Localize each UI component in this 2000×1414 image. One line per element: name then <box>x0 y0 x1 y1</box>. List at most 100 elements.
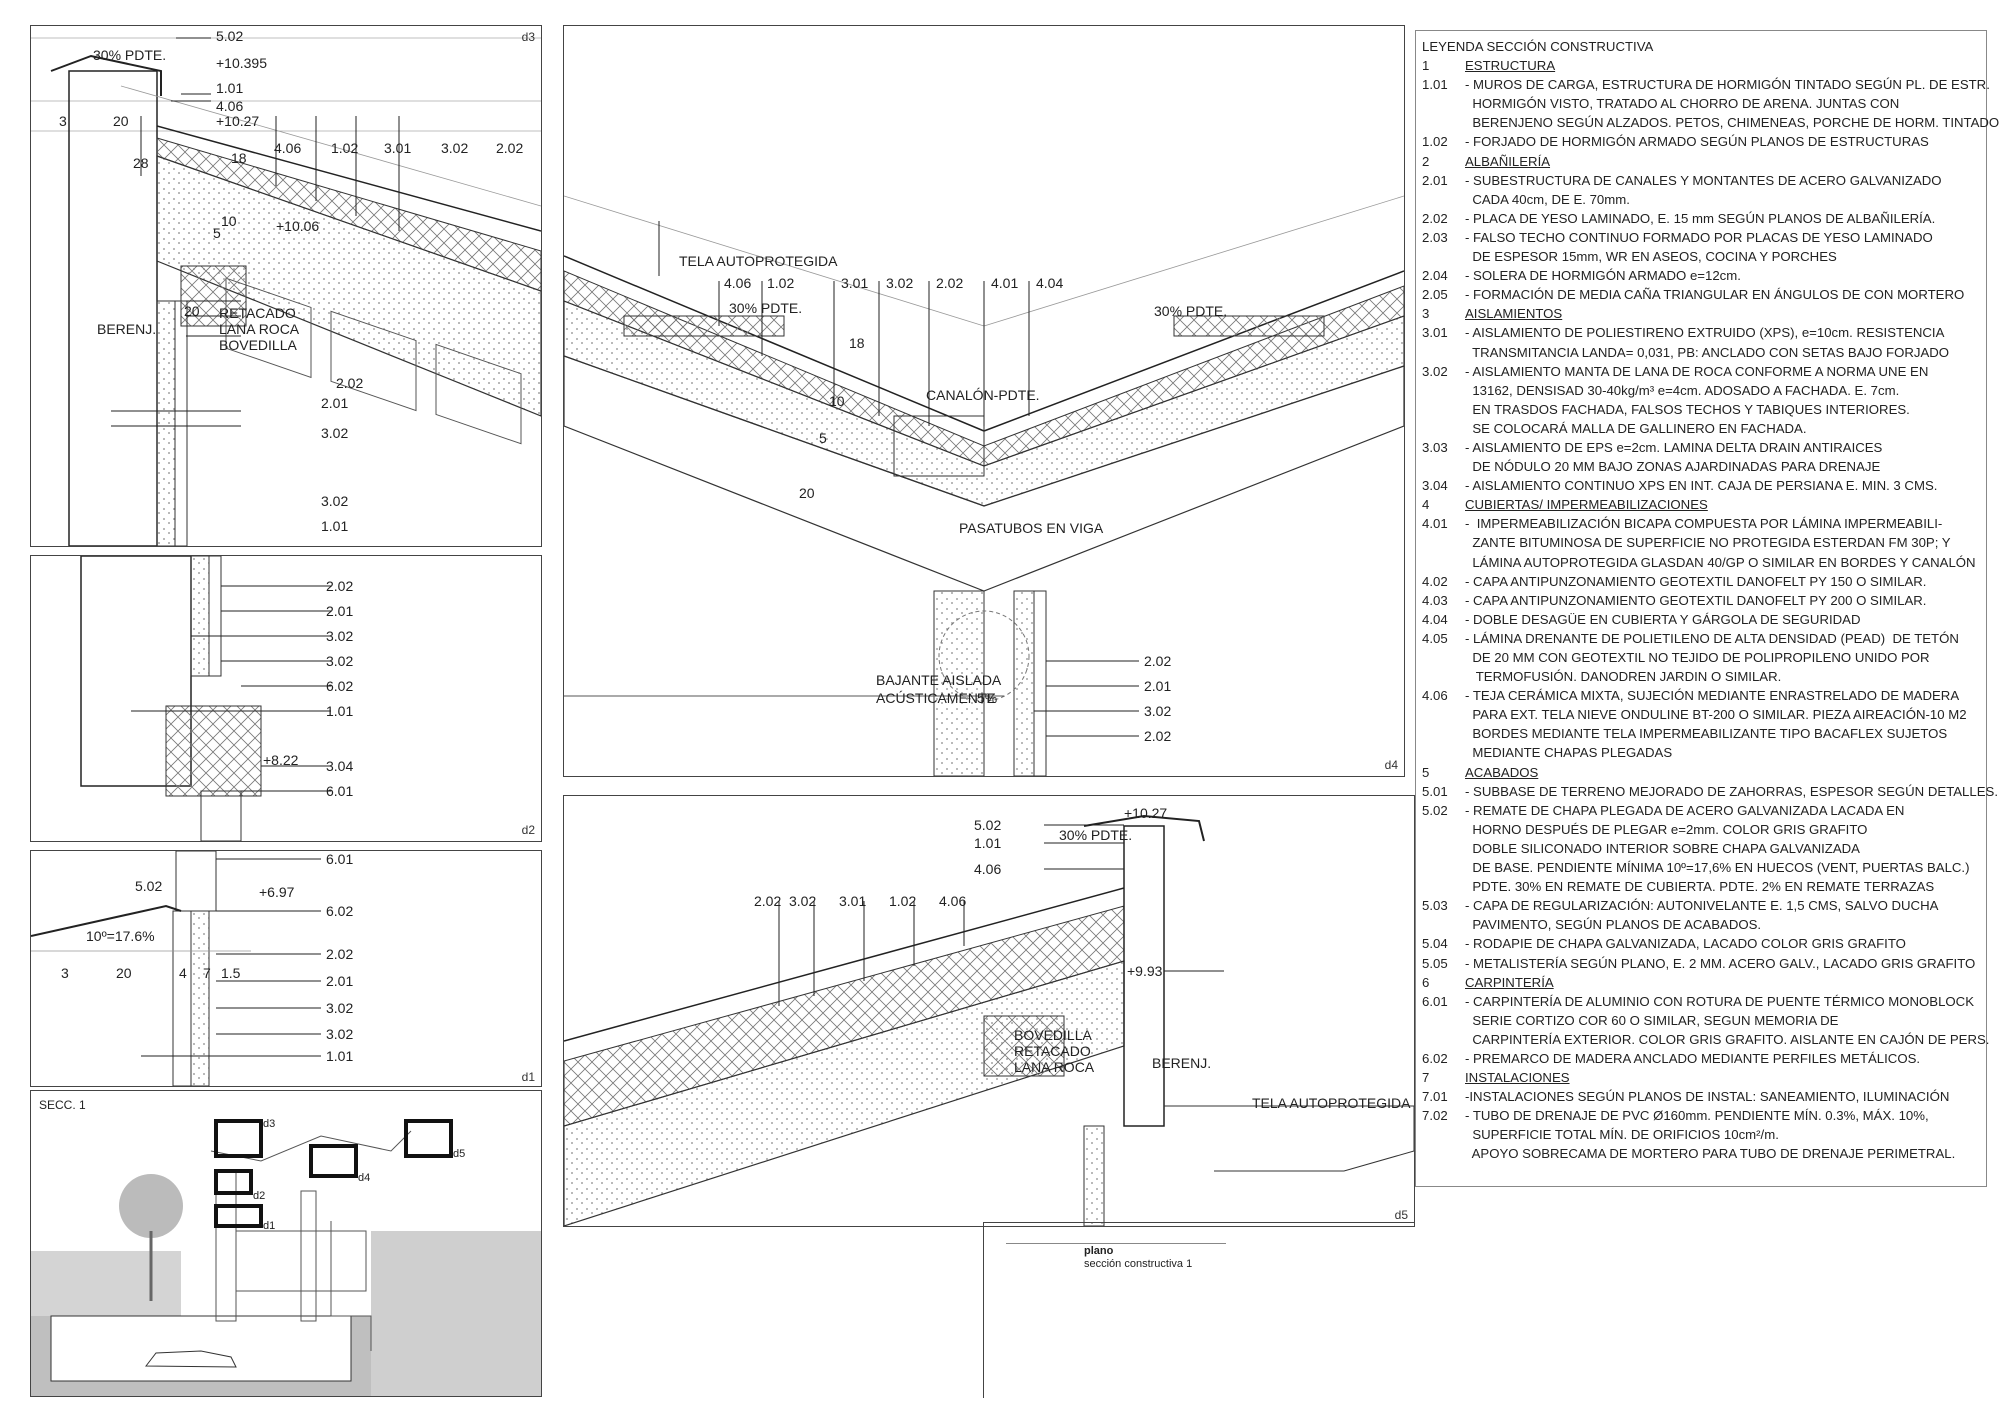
detail-d2-drawing <box>80 556 331 841</box>
note-label: ACÚSTICAMENTE <box>876 690 996 706</box>
legend-row: 2.02- PLACA DE YESO LAMINADO, E. 15 mm S… <box>1416 209 1986 228</box>
ref-label: 2.02 <box>496 140 524 156</box>
legend-code: 4 <box>1422 497 1430 513</box>
legend-row: 2.01 - SUBESTRUCTURA DE CANALES Y MONTANT… <box>1416 171 1986 190</box>
legend-row: 2.05- FORMACIÓN DE MEDIA CAÑA TRIANGULAR… <box>1416 285 1986 304</box>
ref-label: 3.02 <box>321 425 349 441</box>
panel-tag: d1 <box>521 1070 535 1084</box>
legend-code: 7.02 <box>1422 1108 1448 1124</box>
legend-text: DE NÓDULO 20 MM BAJO ZONAS AJARDINADAS P… <box>1465 459 1881 475</box>
ref-label: 3.02 <box>326 1000 354 1016</box>
ref-label: 2.01 <box>1144 678 1172 694</box>
legend-row: 5.01- SUBBASE DE TERRENO MEJORADO DE ZAH… <box>1416 782 1998 801</box>
legend-code: 5.02 <box>1422 802 1448 818</box>
legend-row: 13162, DENSISAD 30-40kg/m³ e=4cm. ADOSAD… <box>1416 381 1986 400</box>
legend-row: 2.03- FALSO TECHO CONTINUO FORMADO POR P… <box>1416 228 1986 247</box>
legend-text: HORNO DESPUÉS DE PLEGAR e=2mm. COLOR GRI… <box>1465 821 1868 837</box>
legend-code <box>1416 1030 1465 1049</box>
legend-row: ZANTE BITUMINOSA DE SUPERFICIE NO PROTEG… <box>1416 533 1986 552</box>
section-title: SECC. 1 <box>39 1098 86 1112</box>
legend-code: 6 <box>1422 974 1430 990</box>
legend-code: 1.01 <box>1422 77 1448 93</box>
legend-code <box>1416 877 1465 896</box>
dim-label: 20 <box>184 303 200 319</box>
legend-row: 4.01- IMPERMEABILIZACIÓN BICAPA COMPUEST… <box>1416 514 1986 533</box>
ref-label: 1.01 <box>326 703 354 719</box>
ref-label: 4.06 <box>974 861 1002 877</box>
legend-row: PAVIMENTO, SEGÚN PLANOS DE ACABADOS. <box>1416 915 1986 934</box>
note-label: LANA ROCA <box>1014 1059 1095 1075</box>
note-label: BERENJ. <box>97 321 157 337</box>
legend-code <box>1416 553 1465 572</box>
legend-row: BERENJENO SEGÚN ALZADOS. PETOS, CHIMENEA… <box>1416 113 1999 132</box>
legend-code <box>1416 533 1465 552</box>
legend-code: 2.02 <box>1422 210 1448 226</box>
legend-text: - PREMARCO DE MADERA ANCLADO MEDIANTE PE… <box>1465 1050 1921 1066</box>
ref-label: 5.02 <box>974 817 1002 833</box>
legend-text: - SUBESTRUCTURA DE CANALES Y MONTANTES D… <box>1465 172 1942 188</box>
legend-row: 3.02- AISLAMIENTO MANTA DE LANA DE ROCA … <box>1416 362 1986 381</box>
ref-label: 2.02 <box>1144 728 1172 744</box>
ref-label: 6.02 <box>326 903 354 919</box>
legend-text: - CAPA ANTIPUNZONAMIENTO GEOTEXTIL DANOF… <box>1465 592 1927 608</box>
ref-label: 3.04 <box>326 758 354 774</box>
legend-row: 3.01- AISLAMIENTO DE POLIESTIRENO EXTRUI… <box>1416 323 1986 342</box>
ref-label: 3.02 <box>326 628 354 644</box>
legend-text: HORMIGÓN VISTO, TRATADO AL CHORRO DE ARE… <box>1465 96 1900 112</box>
ref-label: 4.04 <box>1036 275 1064 291</box>
legend-row: 1.01- MUROS DE CARGA, ESTRUCTURA DE HORM… <box>1416 75 1990 94</box>
legend-code <box>1416 457 1465 476</box>
note-label: BAJANTE AISLADA <box>876 672 1002 688</box>
legend-code: 2 <box>1422 153 1430 169</box>
legend-text: - CARPINTERÍA DE ALUMINIO CON ROTURA DE … <box>1465 993 1975 1009</box>
note-label: 5% <box>977 690 998 706</box>
slope-label: 30% PDTE. <box>1154 303 1228 319</box>
ref-label: 3.02 <box>326 653 354 669</box>
legend-text: -INSTALACIONES SEGÚN PLANOS DE INSTAL: S… <box>1465 1089 1950 1105</box>
legend-code: 3.02 <box>1422 363 1448 379</box>
legend-text: BORDES MEDIANTE TELA IMPERMEABILIZANTE T… <box>1465 726 1948 742</box>
detail-d4-panel: d4 TELA AUTOPROTEGIDA 4.06 1.02 3.01 3.0… <box>563 25 1405 777</box>
legend-text: - REMATE DE CHAPA PLEGADA DE ACERO GALVA… <box>1465 802 1905 818</box>
ref-label: 4.06 <box>724 275 752 291</box>
ref-label: 2.01 <box>326 603 354 619</box>
legend-code <box>1416 94 1465 113</box>
legend-code <box>1416 400 1465 419</box>
legend-code: 4.05 <box>1422 630 1448 646</box>
legend-text: - AISLAMIENTO DE EPS e=2cm. LAMINA DELTA… <box>1465 439 1883 455</box>
legend-row: 7.01-INSTALACIONES SEGÚN PLANOS DE INSTA… <box>1416 1087 1986 1106</box>
legend-text: DOBLE SILICONADO INTERIOR SOBRE CHAPA GA… <box>1465 840 1860 856</box>
legend-row: 5.04- RODAPIE DE CHAPA GALVANIZADA, LACA… <box>1416 934 1986 953</box>
legend-row: CARPINTERÍA EXTERIOR. COLOR GRIS GRAFITO… <box>1416 1030 1989 1049</box>
legend-code: 2.01 <box>1422 172 1448 188</box>
legend-text: BERENJENO SEGÚN ALZADOS. PETOS, CHIMENEA… <box>1465 115 2000 131</box>
dim-label: 3 <box>59 113 67 129</box>
legend-text: DE BASE. PENDIENTE MÍNIMA 10º=17,6% EN H… <box>1465 860 1970 876</box>
detail-d3-panel: d3 5.02 30% PDTE. +10.395 1.01 4.06 +10.… <box>30 25 542 547</box>
label: 5.02 <box>216 28 244 44</box>
legend-code <box>1416 1125 1465 1144</box>
title-block: plano sección constructiva 1 <box>983 1222 1414 1398</box>
ref-label: 6.01 <box>326 851 354 867</box>
ref-label: 1.01 <box>974 835 1002 851</box>
legend-text: PDTE. 30% EN REMATE DE CUBIERTA. PDTE. 2… <box>1465 879 1935 895</box>
legend-code: 3.03 <box>1422 439 1448 455</box>
legend-code: 5.05 <box>1422 955 1448 971</box>
legend-code <box>1416 705 1465 724</box>
legend-row: PDTE. 30% EN REMATE DE CUBIERTA. PDTE. 2… <box>1416 877 1986 896</box>
legend-heading: ALBAÑILERÍA <box>1465 153 1551 169</box>
ref-label: 2.02 <box>754 893 782 909</box>
legend-code: 2.03 <box>1422 229 1448 245</box>
panel-tag: d4 <box>1384 758 1398 772</box>
ref-label: 2.02 <box>336 375 364 391</box>
legend-row: 4.02- CAPA ANTIPUNZONAMIENTO GEOTEXTIL D… <box>1416 572 1986 591</box>
legend-text: LÁMINA AUTOPROTEGIDA GLASDAN 40/GP O SIM… <box>1465 554 1976 570</box>
legend-row: CADA 40cm, DE E. 70mm. <box>1416 190 1986 209</box>
legend-heading: ESTRUCTURA <box>1465 58 1556 74</box>
legend-text: - AISLAMIENTO CONTINUO XPS EN INT. CAJA … <box>1465 478 1938 494</box>
legend-row: 7.02- TUBO DE DRENAJE DE PVC Ø160mm. PEN… <box>1416 1106 1986 1125</box>
legend-code <box>1416 1144 1465 1163</box>
section-overview-drawing <box>31 1119 541 1396</box>
legend-text: CADA 40cm, DE E. 70mm. <box>1465 191 1630 207</box>
